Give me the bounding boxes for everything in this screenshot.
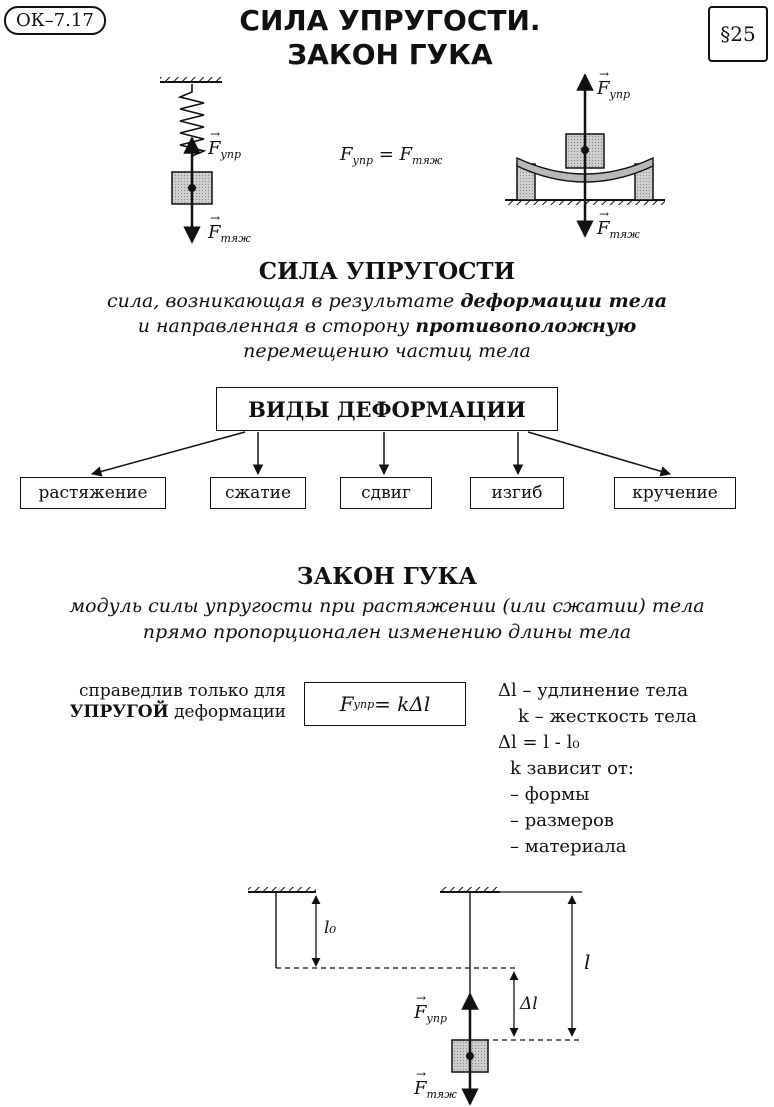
note-dl-formula: Δl = l - l₀ <box>498 732 580 753</box>
right-ceiling-hatch <box>440 887 500 892</box>
note-dl: Δl – удлинение тела <box>498 680 689 701</box>
deformation-compression: сжатие <box>210 477 306 509</box>
deformation-stretching: растяжение <box>20 477 166 509</box>
spring-diagram <box>160 77 222 244</box>
hooke-gravity-force-label: Fтяж <box>414 1067 457 1101</box>
elastic-force-def-line-2: и направленная в сторону противоположную <box>137 315 637 337</box>
elastic-force-def-line-3: перемещению частиц тела <box>243 340 531 362</box>
l0-label: l₀ <box>324 918 337 938</box>
page-title-line-1: СИЛА УПРУГОСТИ. <box>239 4 541 37</box>
deformation-types-title: ВИДЫ ДЕФОРМАЦИИ <box>216 387 558 431</box>
hooke-law-line-2: прямо пропорционален изменению длины тел… <box>142 621 632 643</box>
dl-label: Δl <box>520 994 538 1014</box>
beam-gravity-force-label: Fтяж <box>597 207 640 241</box>
beam-elastic-force-label: Fупр <box>597 67 630 101</box>
elastic-force-def-line-1: сила, возникающая в результате деформаци… <box>106 290 668 312</box>
force-equality: Fупр = Fтяж <box>340 144 443 167</box>
validity-note: справедлив только для УПРУГОЙ деформации <box>69 681 286 722</box>
spring-gravity-force-label: Fтяж <box>208 211 251 245</box>
deformation-arrows <box>90 431 672 477</box>
deformation-shear: сдвиг <box>340 477 432 509</box>
note-k-depends: k зависит от: <box>510 758 634 779</box>
hooke-notes: Δl – удлинение тела k – жесткость тела Δ… <box>498 678 758 860</box>
l-label: l <box>584 950 591 974</box>
spring-elastic-force-label: Fупр <box>208 127 241 161</box>
elastic-force-heading: СИЛА УПРУГОСТИ <box>258 258 516 285</box>
paragraph-badge: §25 <box>708 6 768 62</box>
hooke-diagram <box>248 887 582 1106</box>
note-size: – размеров <box>510 810 614 831</box>
page-title-line-2: ЗАКОН ГУКА <box>287 38 493 71</box>
card-code-badge: ОК–7.17 <box>4 6 106 35</box>
hooke-elastic-force-label: Fупр <box>414 991 447 1025</box>
hooke-law-heading: ЗАКОН ГУКА <box>296 563 478 590</box>
note-material: – материала <box>510 836 627 857</box>
bent-beam <box>516 156 654 183</box>
ceiling-hatch <box>160 77 222 82</box>
deformation-torsion: кручение <box>614 477 736 509</box>
note-shape: – формы <box>510 784 590 805</box>
deformation-bending: изгиб <box>470 477 564 509</box>
beam-diagram <box>505 73 665 238</box>
note-k: k – жесткость тела <box>518 706 698 727</box>
left-ceiling-hatch <box>248 887 316 892</box>
hooke-law-line-1: модуль силы упругости при растяжении (ил… <box>69 595 705 617</box>
